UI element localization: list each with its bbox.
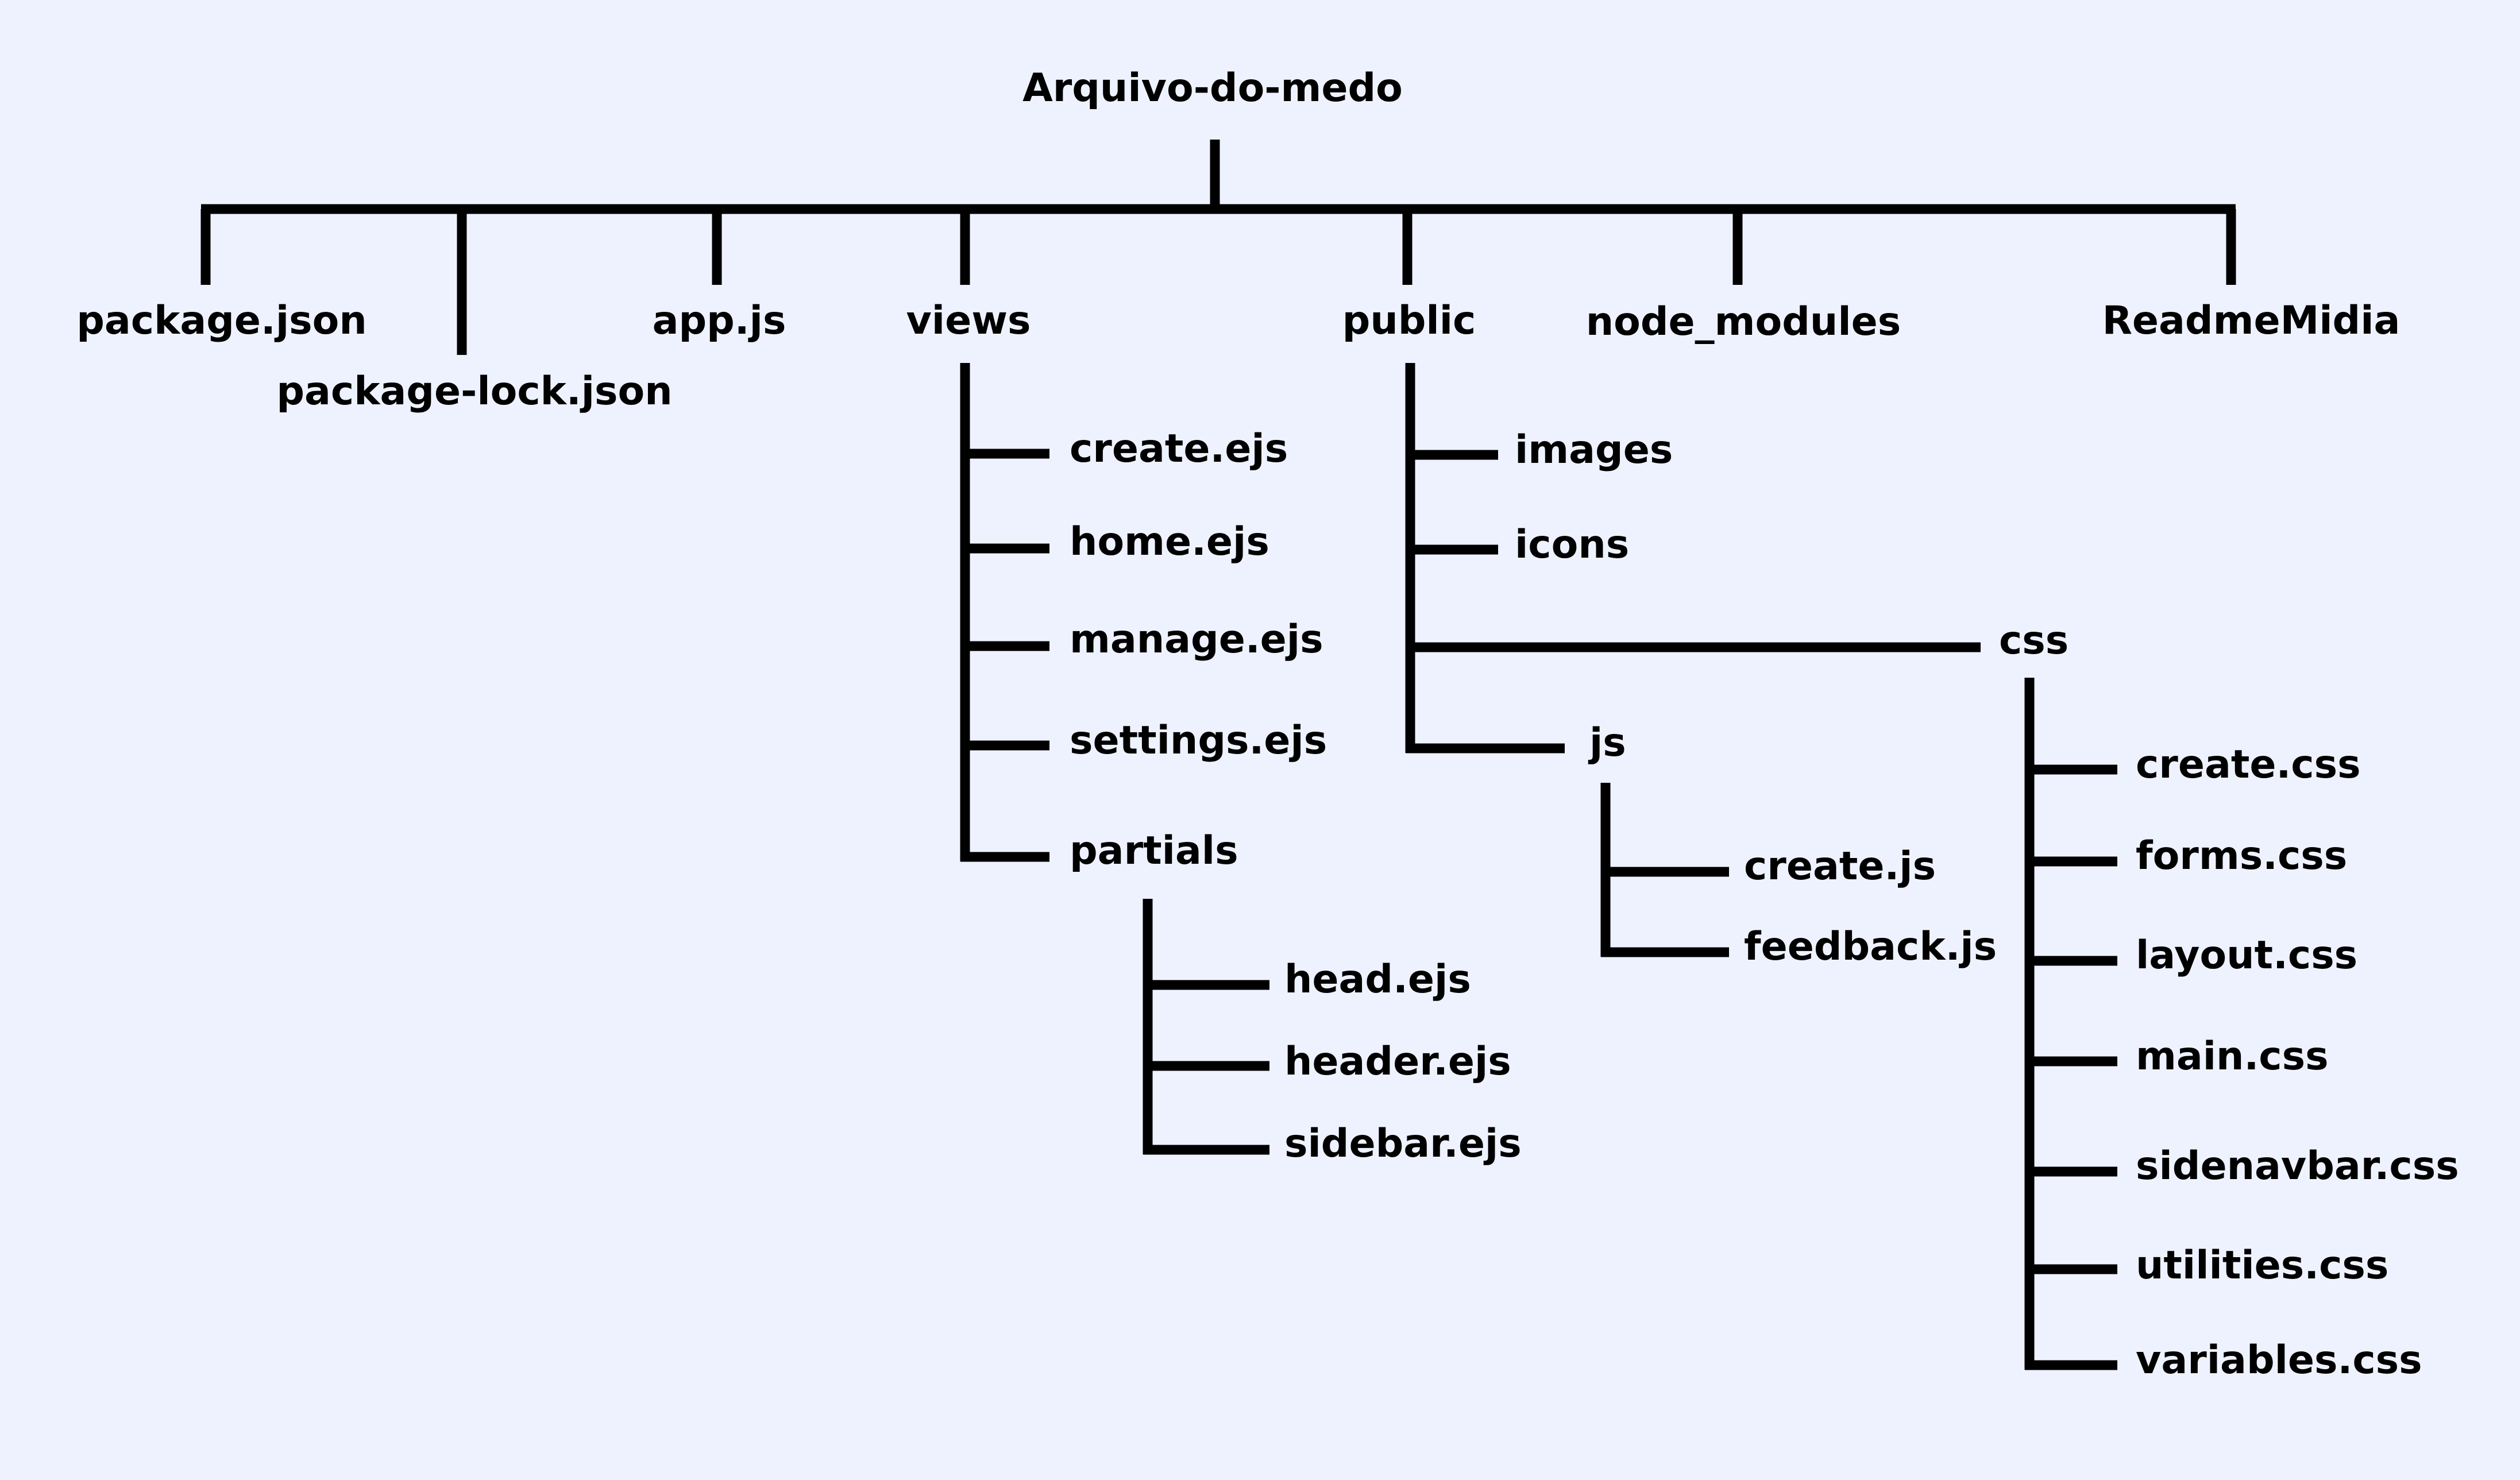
public-child-item: icons bbox=[1515, 522, 1630, 567]
top-level-item: views bbox=[906, 298, 1031, 343]
partials-child-item: head.ejs bbox=[1284, 957, 1471, 1002]
partials-child-item: header.ejs bbox=[1284, 1039, 1511, 1084]
css-child-item: main.css bbox=[2136, 1034, 2329, 1079]
views-child-item: create.ejs bbox=[1070, 426, 1288, 472]
public-child-item: js bbox=[1589, 720, 1626, 766]
css-child-item: create.css bbox=[2136, 742, 2361, 787]
js-child-item: feedback.js bbox=[1744, 924, 1997, 969]
js-child-item: create.js bbox=[1744, 844, 1936, 889]
css-child-item: layout.css bbox=[2136, 933, 2358, 978]
views-child-item: home.ejs bbox=[1070, 519, 1269, 565]
css-child-item: sidenavbar.css bbox=[2136, 1143, 2459, 1189]
css-child-item: variables.css bbox=[2136, 1338, 2422, 1383]
root-folder-label: Arquivo-do-medo bbox=[1022, 65, 1403, 111]
public-child-item: images bbox=[1515, 427, 1673, 473]
views-child-item: partials bbox=[1070, 828, 1238, 874]
views-child-item: settings.ejs bbox=[1070, 718, 1327, 763]
top-level-item: public bbox=[1342, 298, 1476, 343]
top-level-item: app.js bbox=[652, 298, 786, 343]
partials-child-item: sidebar.ejs bbox=[1284, 1121, 1522, 1166]
public-child-item: css bbox=[1999, 618, 2069, 663]
top-level-item: package-lock.json bbox=[276, 369, 673, 414]
css-child-item: forms.css bbox=[2136, 833, 2348, 879]
views-child-item: manage.ejs bbox=[1070, 617, 1323, 662]
top-level-item: ReadmeMidia bbox=[2102, 298, 2401, 343]
css-child-item: utilities.css bbox=[2136, 1243, 2389, 1288]
top-level-item: node_modules bbox=[1585, 299, 1901, 345]
top-level-item: package.json bbox=[76, 298, 367, 343]
